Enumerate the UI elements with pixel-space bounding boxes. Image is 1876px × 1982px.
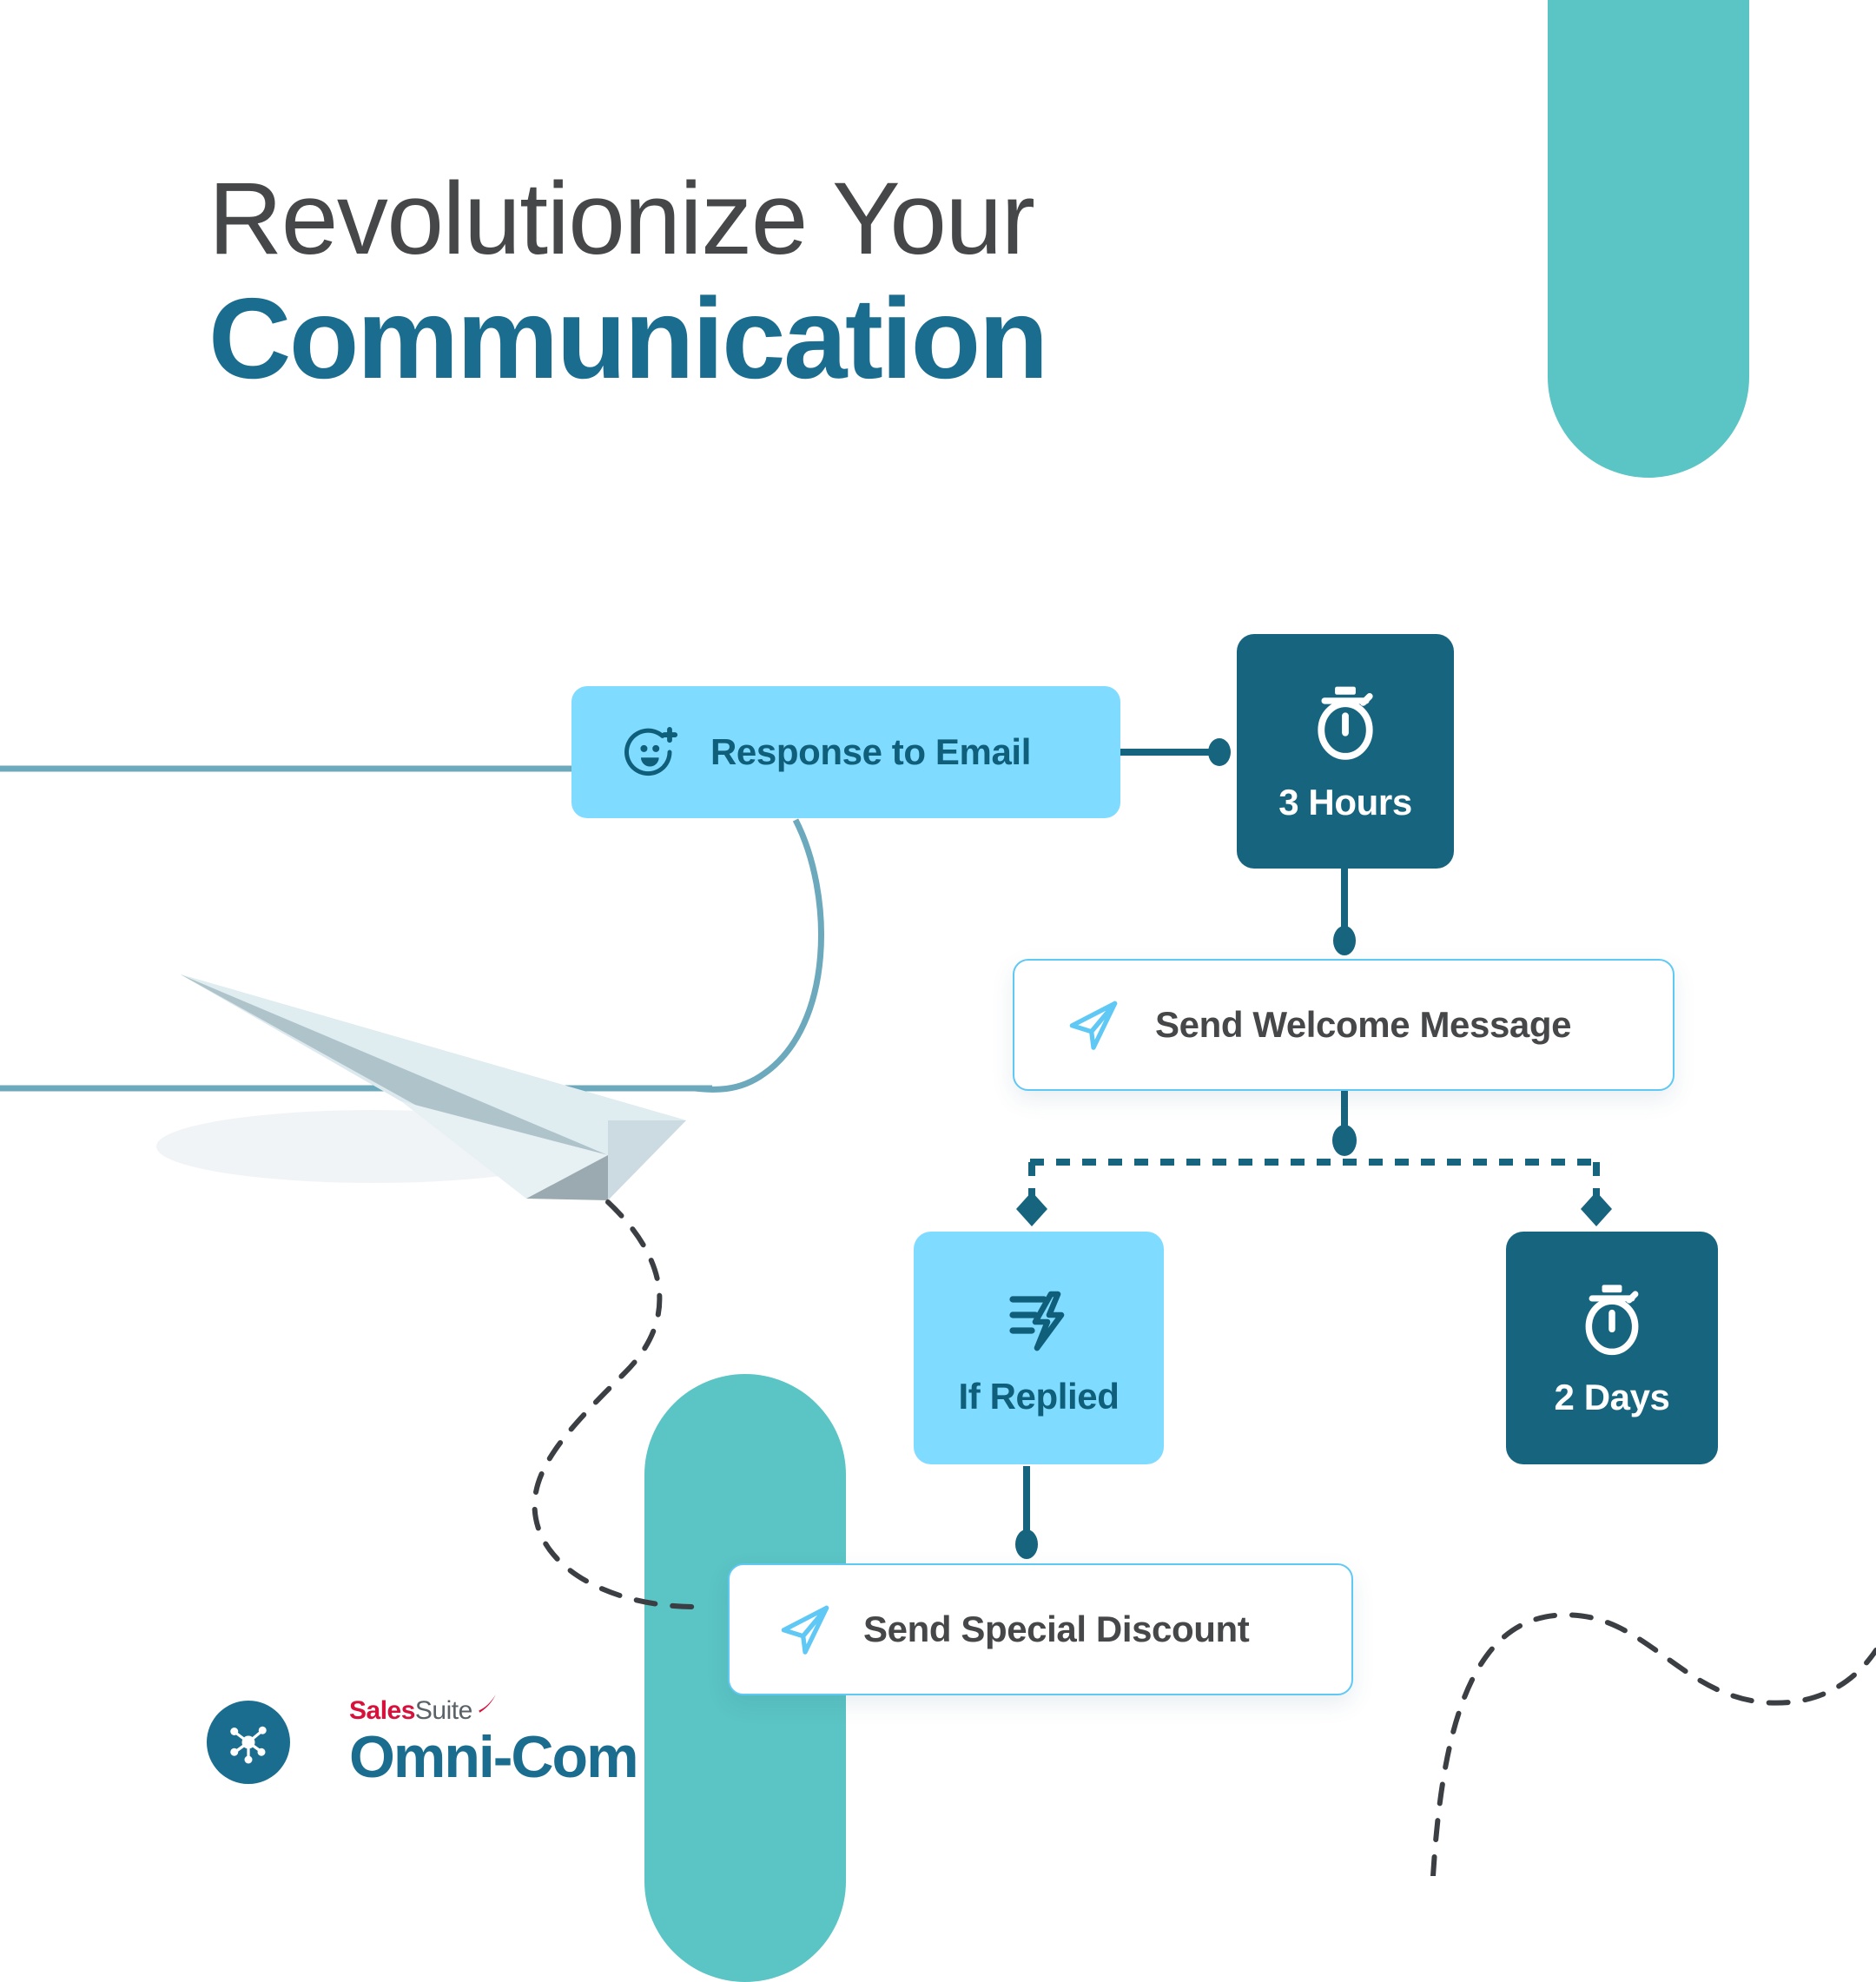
branch-dot (1332, 1125, 1357, 1156)
swoosh-tick-icon (476, 1693, 499, 1719)
dashed-wave-decoration (1430, 1612, 1876, 1876)
dashed-flight-trail (532, 1199, 697, 1609)
flow-node-label: 3 Hours (1278, 782, 1412, 823)
flow-node-two-days[interactable]: 2 Days (1506, 1232, 1718, 1464)
teal-pill-top-right (1548, 0, 1749, 478)
connector-dot-3hours (1333, 926, 1356, 955)
flow-node-three-hours[interactable]: 3 Hours (1237, 634, 1454, 869)
smiley-plus-icon (622, 723, 679, 781)
flow-node-label: Send Special Discount (863, 1609, 1250, 1649)
headline-block: Revolutionize Your Communication (208, 162, 1424, 403)
paper-plane-send-icon (1061, 993, 1126, 1057)
curved-connector-left (694, 818, 824, 1093)
headline-line-1: Revolutionize Your (208, 162, 1035, 276)
stopwatch-icon (1569, 1278, 1655, 1364)
connector-dot-ifreplied (1015, 1529, 1038, 1559)
connector-dot-response (1208, 738, 1231, 766)
flow-node-send-special-discount[interactable]: Send Special Discount (728, 1563, 1353, 1695)
flow-node-label: If Replied (958, 1376, 1120, 1417)
flow-node-response-to-email[interactable]: Response to Email (571, 686, 1120, 818)
brand-name-text: Omni-Com (349, 1724, 639, 1790)
flow-node-label: 2 Days (1554, 1377, 1670, 1417)
stopwatch-icon (1300, 679, 1390, 770)
network-nodes-icon (207, 1701, 290, 1784)
connector-and-decoration-layer (0, 738, 1876, 1876)
flow-node-send-welcome-message[interactable]: Send Welcome Message (1013, 959, 1675, 1091)
flow-node-label: Send Welcome Message (1155, 1004, 1572, 1045)
flow-node-if-replied[interactable]: If Replied (914, 1232, 1164, 1464)
paper-plane-send-icon (773, 1597, 837, 1662)
paper-airplane-icon (156, 974, 686, 1200)
brand-sales-text: Sales (349, 1696, 415, 1725)
flow-node-label: Response to Email (710, 731, 1031, 772)
headline-line-2: Communication (208, 274, 1048, 403)
lightning-bolt-icon (997, 1278, 1080, 1362)
branch-diamond-right (1581, 1192, 1612, 1226)
branch-diamond-left (1016, 1192, 1047, 1226)
brand-suite-text: Suite (414, 1696, 472, 1725)
